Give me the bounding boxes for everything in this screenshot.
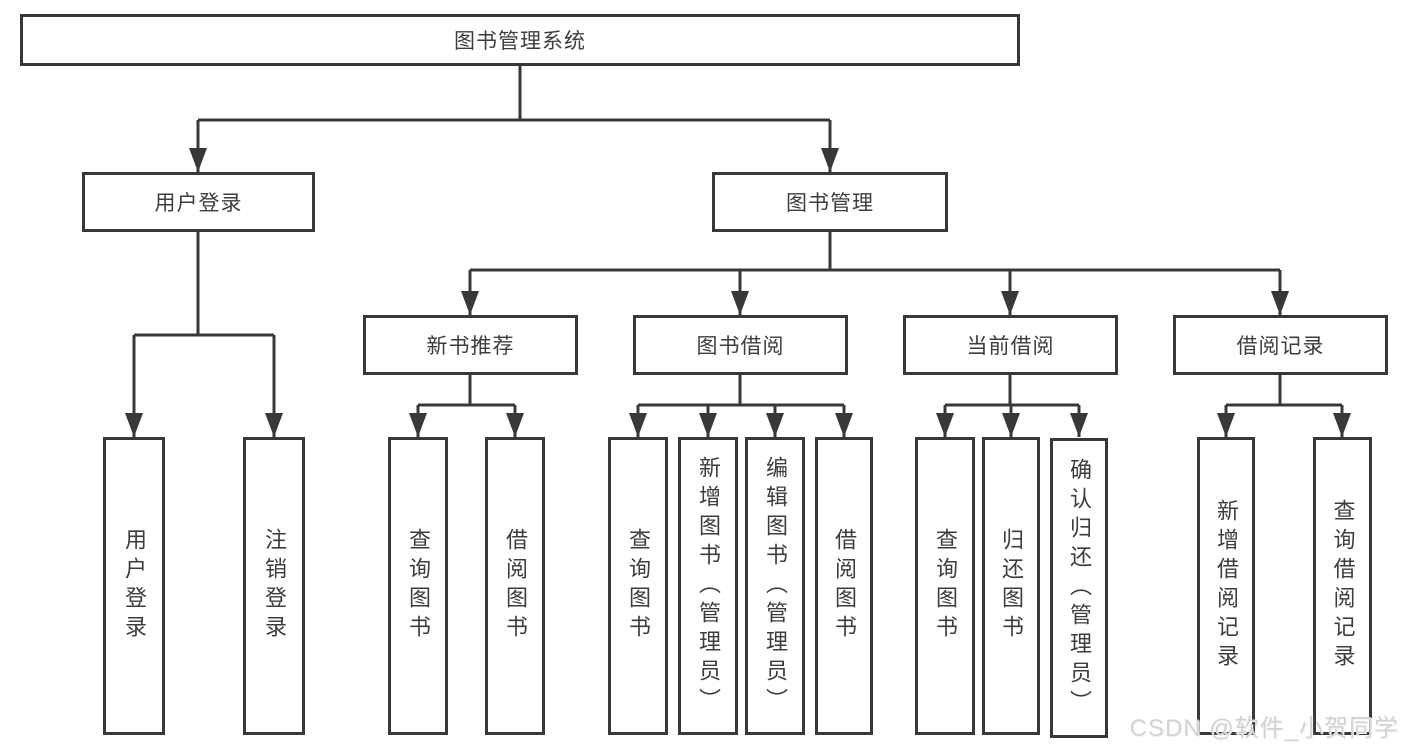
leaf-edit-book-admin: 编辑图书（管理员） [745,437,805,735]
leaf-user-login-label: 用户登录 [122,528,147,644]
leaf-query-borrow-record-label: 查询借阅记录 [1330,499,1356,673]
leaf-query-books-current: 查询图书 [915,437,975,735]
leaf-query-books-borrowing-label: 查询图书 [626,528,651,644]
node-book-management-label: 图书管理 [786,192,874,215]
root-node-library-management-system: 图书管理系统 [20,14,1020,66]
node-book-borrowing: 图书借阅 [633,315,848,375]
leaf-query-books-recommend-label: 查询图书 [406,528,431,644]
root-node-label: 图书管理系统 [454,30,586,53]
leaf-add-book-admin: 新增图书（管理员） [678,437,738,735]
leaf-add-borrow-record-label: 新增借阅记录 [1214,499,1239,673]
leaf-add-book-admin-label: 新增图书（管理员） [696,455,721,717]
leaf-confirm-return-admin: 确认归还（管理员） [1050,438,1108,738]
leaf-logout: 注销登录 [243,437,305,735]
node-current-borrowing: 当前借阅 [903,315,1118,375]
leaf-return-book: 归还图书 [982,437,1040,735]
leaf-borrow-books-recommend: 借阅图书 [485,437,545,735]
leaf-logout-label: 注销登录 [262,528,287,644]
leaf-confirm-return-admin-label: 确认归还（管理员） [1067,457,1092,719]
node-borrowing-records-label: 借阅记录 [1236,335,1325,358]
node-new-book-recommendation: 新书推荐 [363,315,578,375]
node-borrowing-records: 借阅记录 [1173,315,1388,375]
csdn-watermark: CSDN @软件_小贺同学 [1129,715,1399,742]
leaf-add-borrow-record: 新增借阅记录 [1197,437,1255,735]
node-current-borrowing-label: 当前借阅 [966,335,1055,358]
leaf-user-login: 用户登录 [103,437,165,735]
node-new-book-recommendation-label: 新书推荐 [426,335,515,358]
leaf-query-borrow-record: 查询借阅记录 [1313,437,1372,735]
leaf-return-book-label: 归还图书 [999,528,1024,644]
leaf-borrow-books: 借阅图书 [815,437,873,735]
node-book-management: 图书管理 [712,172,948,232]
leaf-query-books-recommend: 查询图书 [388,437,448,735]
node-user-login-label: 用户登录 [154,192,243,215]
leaf-edit-book-admin-label: 编辑图书（管理员） [763,455,788,717]
leaf-borrow-books-recommend-label: 借阅图书 [503,528,528,644]
leaf-query-books-current-label: 查询图书 [933,528,958,644]
node-user-login: 用户登录 [82,172,315,232]
node-book-borrowing-label: 图书借阅 [696,335,785,358]
leaf-query-books-borrowing: 查询图书 [608,437,668,735]
leaf-borrow-books-label: 借阅图书 [832,528,857,644]
